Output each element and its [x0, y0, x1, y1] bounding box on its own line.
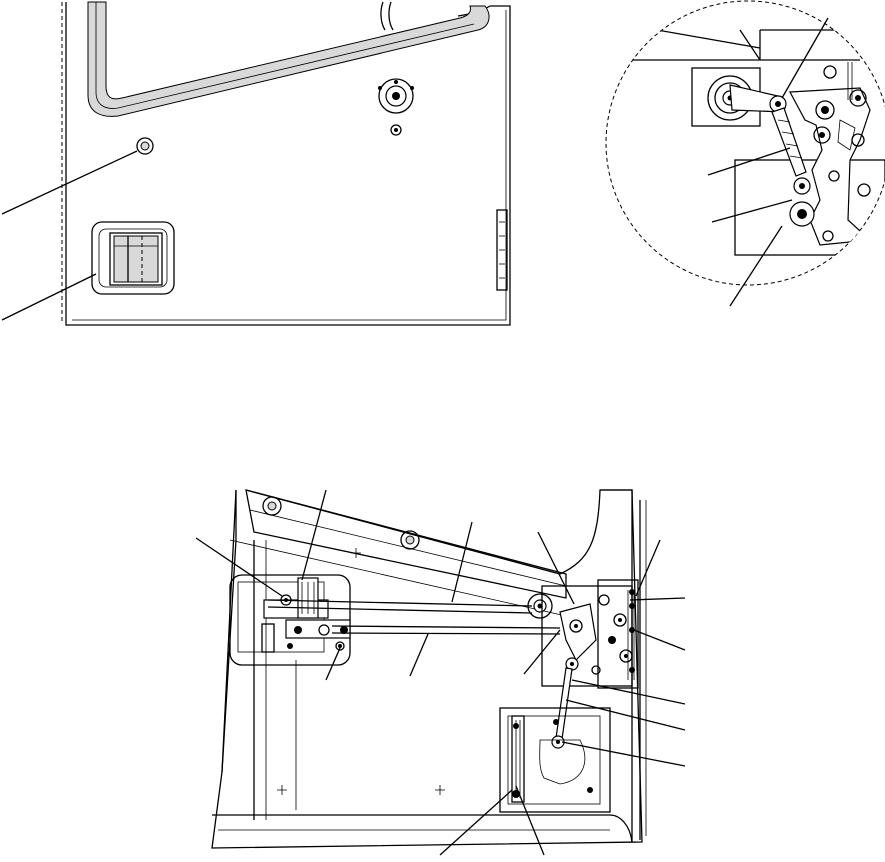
- right-post: [600, 489, 633, 842]
- inside-handle-bracket: [229, 574, 351, 666]
- bottom-sill: [212, 814, 633, 843]
- door-handle: [91, 221, 175, 295]
- leader-line-detail-1: [781, 17, 829, 99]
- leader-line-bracket-bolt: [325, 647, 341, 681]
- leader-line-post-top: [635, 539, 661, 597]
- lower-control-rod: [331, 625, 561, 629]
- top-bolt-2: [400, 530, 420, 550]
- window-cable: [380, 1, 386, 31]
- door-lock-cylinder: [378, 78, 414, 114]
- window-seal-inner: [95, 2, 475, 109]
- leader-line-detail-4: [729, 225, 783, 307]
- door-frame-outer: [211, 489, 643, 849]
- leader-line-detail-2: [707, 147, 791, 176]
- door-hinge-strip: [496, 209, 508, 291]
- leader-line-right-4: [565, 699, 686, 731]
- lower-latch-box: [499, 707, 611, 813]
- window-seal-outer: [87, 1, 490, 117]
- leader-line-upper-rod: [451, 521, 473, 603]
- leader-line-detail-3: [711, 199, 793, 223]
- leader-line-box-1: [439, 789, 513, 856]
- leader-line-box-2: [515, 785, 545, 856]
- leader-line-keyhole: [1, 150, 138, 215]
- leader-line-right-1: [629, 597, 686, 601]
- latch-plate: [789, 62, 872, 246]
- key-hole: [136, 137, 154, 155]
- upper-beam: [245, 489, 567, 599]
- top-bolt-1: [262, 496, 282, 516]
- leader-line-handle-lever: [301, 489, 327, 581]
- door-outside-view: [1, 1, 511, 326]
- reference-mark: [277, 785, 287, 795]
- detail-circle-boundary: [605, 0, 885, 286]
- door-outline-inner: [72, 10, 507, 321]
- door-inside-linkage-view: [195, 489, 686, 856]
- link-arm: [729, 84, 811, 195]
- rod-pivot: [527, 593, 553, 619]
- vertical-link-rod: [551, 667, 573, 749]
- leader-line-right-5: [561, 741, 686, 767]
- reference-mark: [435, 785, 445, 795]
- leader-line-bolt-left: [195, 537, 283, 597]
- window-cable-b: [388, 1, 394, 31]
- leader-line-latch-link: [523, 629, 561, 675]
- door-frame-inner: [221, 490, 237, 773]
- leader-line-lower-rod: [409, 633, 429, 677]
- leader-line-right-2: [633, 629, 686, 651]
- upper-control-rod: [267, 599, 533, 607]
- leader-line-right-3: [571, 679, 686, 705]
- reference-mark: [351, 548, 361, 558]
- latch-detail-circle: [605, 0, 885, 307]
- small-bolt: [390, 124, 402, 136]
- leader-line-latch-top: [537, 531, 575, 605]
- leader-line-handle: [1, 273, 97, 321]
- latch-mechanism: [541, 579, 639, 689]
